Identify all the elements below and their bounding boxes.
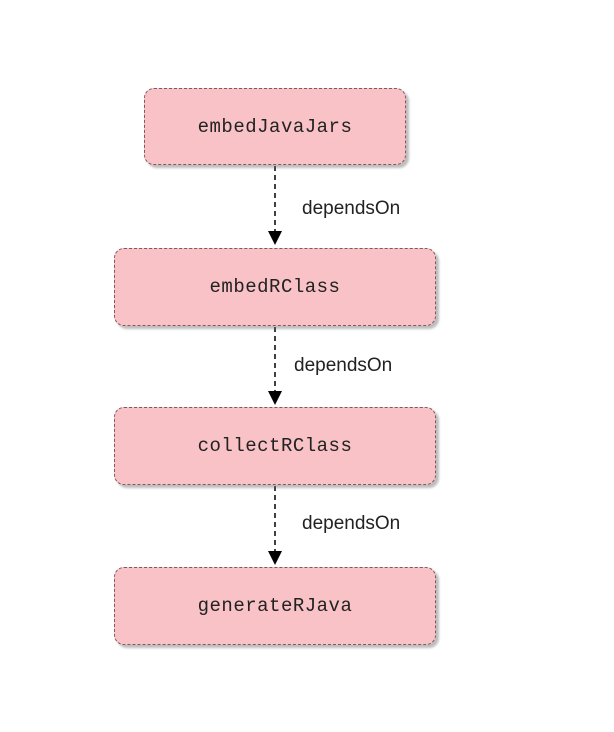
connector-embedjavajars-to-embedrclass [268,166,282,245]
edge-label-dependson: dependsOn [302,513,401,534]
edge-label-dependson: dependsOn [302,198,401,219]
task-node-label: collectRClass [197,435,353,457]
connector-collectrclass-to-generaterjava [268,486,282,565]
task-node-embedrclass[interactable]: embedRClass [114,248,436,326]
task-node-label: embedJavaJars [197,115,353,138]
task-node-collectrclass[interactable]: collectRClass [114,407,436,485]
arrowhead-icon [268,231,282,245]
connector-embedrclass-to-collectrclass [268,327,282,405]
task-node-generaterjava[interactable]: generateRJava [114,567,436,645]
arrowhead-icon [268,391,282,405]
edge-label-dependson: dependsOn [294,355,393,376]
task-node-label: embedRClass [209,276,341,298]
task-node-embedjavajars[interactable]: embedJavaJars [144,88,406,165]
arrowhead-icon [268,551,282,565]
task-node-label: generateRJava [197,595,353,617]
